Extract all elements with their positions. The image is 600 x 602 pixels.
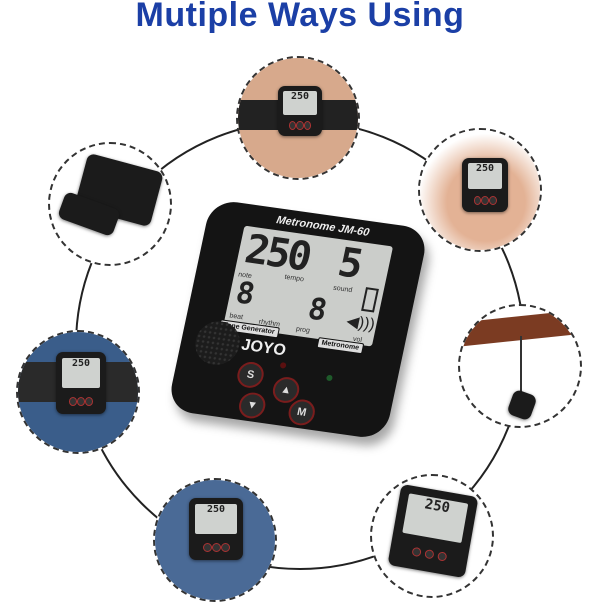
tempo-label: tempo bbox=[283, 273, 305, 284]
usage-arm-strap: 250 bbox=[236, 56, 360, 180]
usage-table: 250 bbox=[370, 474, 494, 598]
prog-label: prog bbox=[295, 325, 311, 335]
page-title: Mutiple Ways Using bbox=[135, 0, 465, 34]
mini-lcd: 250 bbox=[62, 358, 100, 388]
prog-display: 8 bbox=[304, 291, 330, 329]
sound-display: 5 bbox=[333, 239, 365, 288]
mini-lcd: 250 bbox=[467, 163, 503, 190]
m-button[interactable]: M bbox=[286, 397, 318, 427]
green-led bbox=[325, 374, 334, 382]
s-button[interactable]: S bbox=[234, 360, 267, 390]
battery-icon bbox=[361, 287, 379, 313]
usage-wrist-strap: 250 bbox=[16, 330, 140, 454]
mini-lcd: 250 bbox=[402, 493, 468, 543]
usage-clip-back bbox=[48, 142, 172, 266]
brand-logo: JOYO bbox=[239, 336, 288, 360]
volume-icon: ◀))) bbox=[344, 312, 377, 334]
usage-guitar-headstock bbox=[458, 304, 582, 428]
sound-label: sound bbox=[332, 284, 353, 295]
red-led bbox=[279, 362, 287, 369]
mini-lcd: 250 bbox=[195, 504, 237, 534]
usage-jeans-pocket: 250 bbox=[153, 478, 277, 602]
mini-lcd: 250 bbox=[283, 91, 317, 115]
beat-display: 8 bbox=[232, 275, 258, 313]
down-button[interactable]: ▼ bbox=[236, 390, 268, 421]
usage-hand-held: 250 bbox=[418, 128, 542, 252]
metronome-device: Metronome JM-60 250 5 tempo sound note 8… bbox=[166, 198, 430, 441]
